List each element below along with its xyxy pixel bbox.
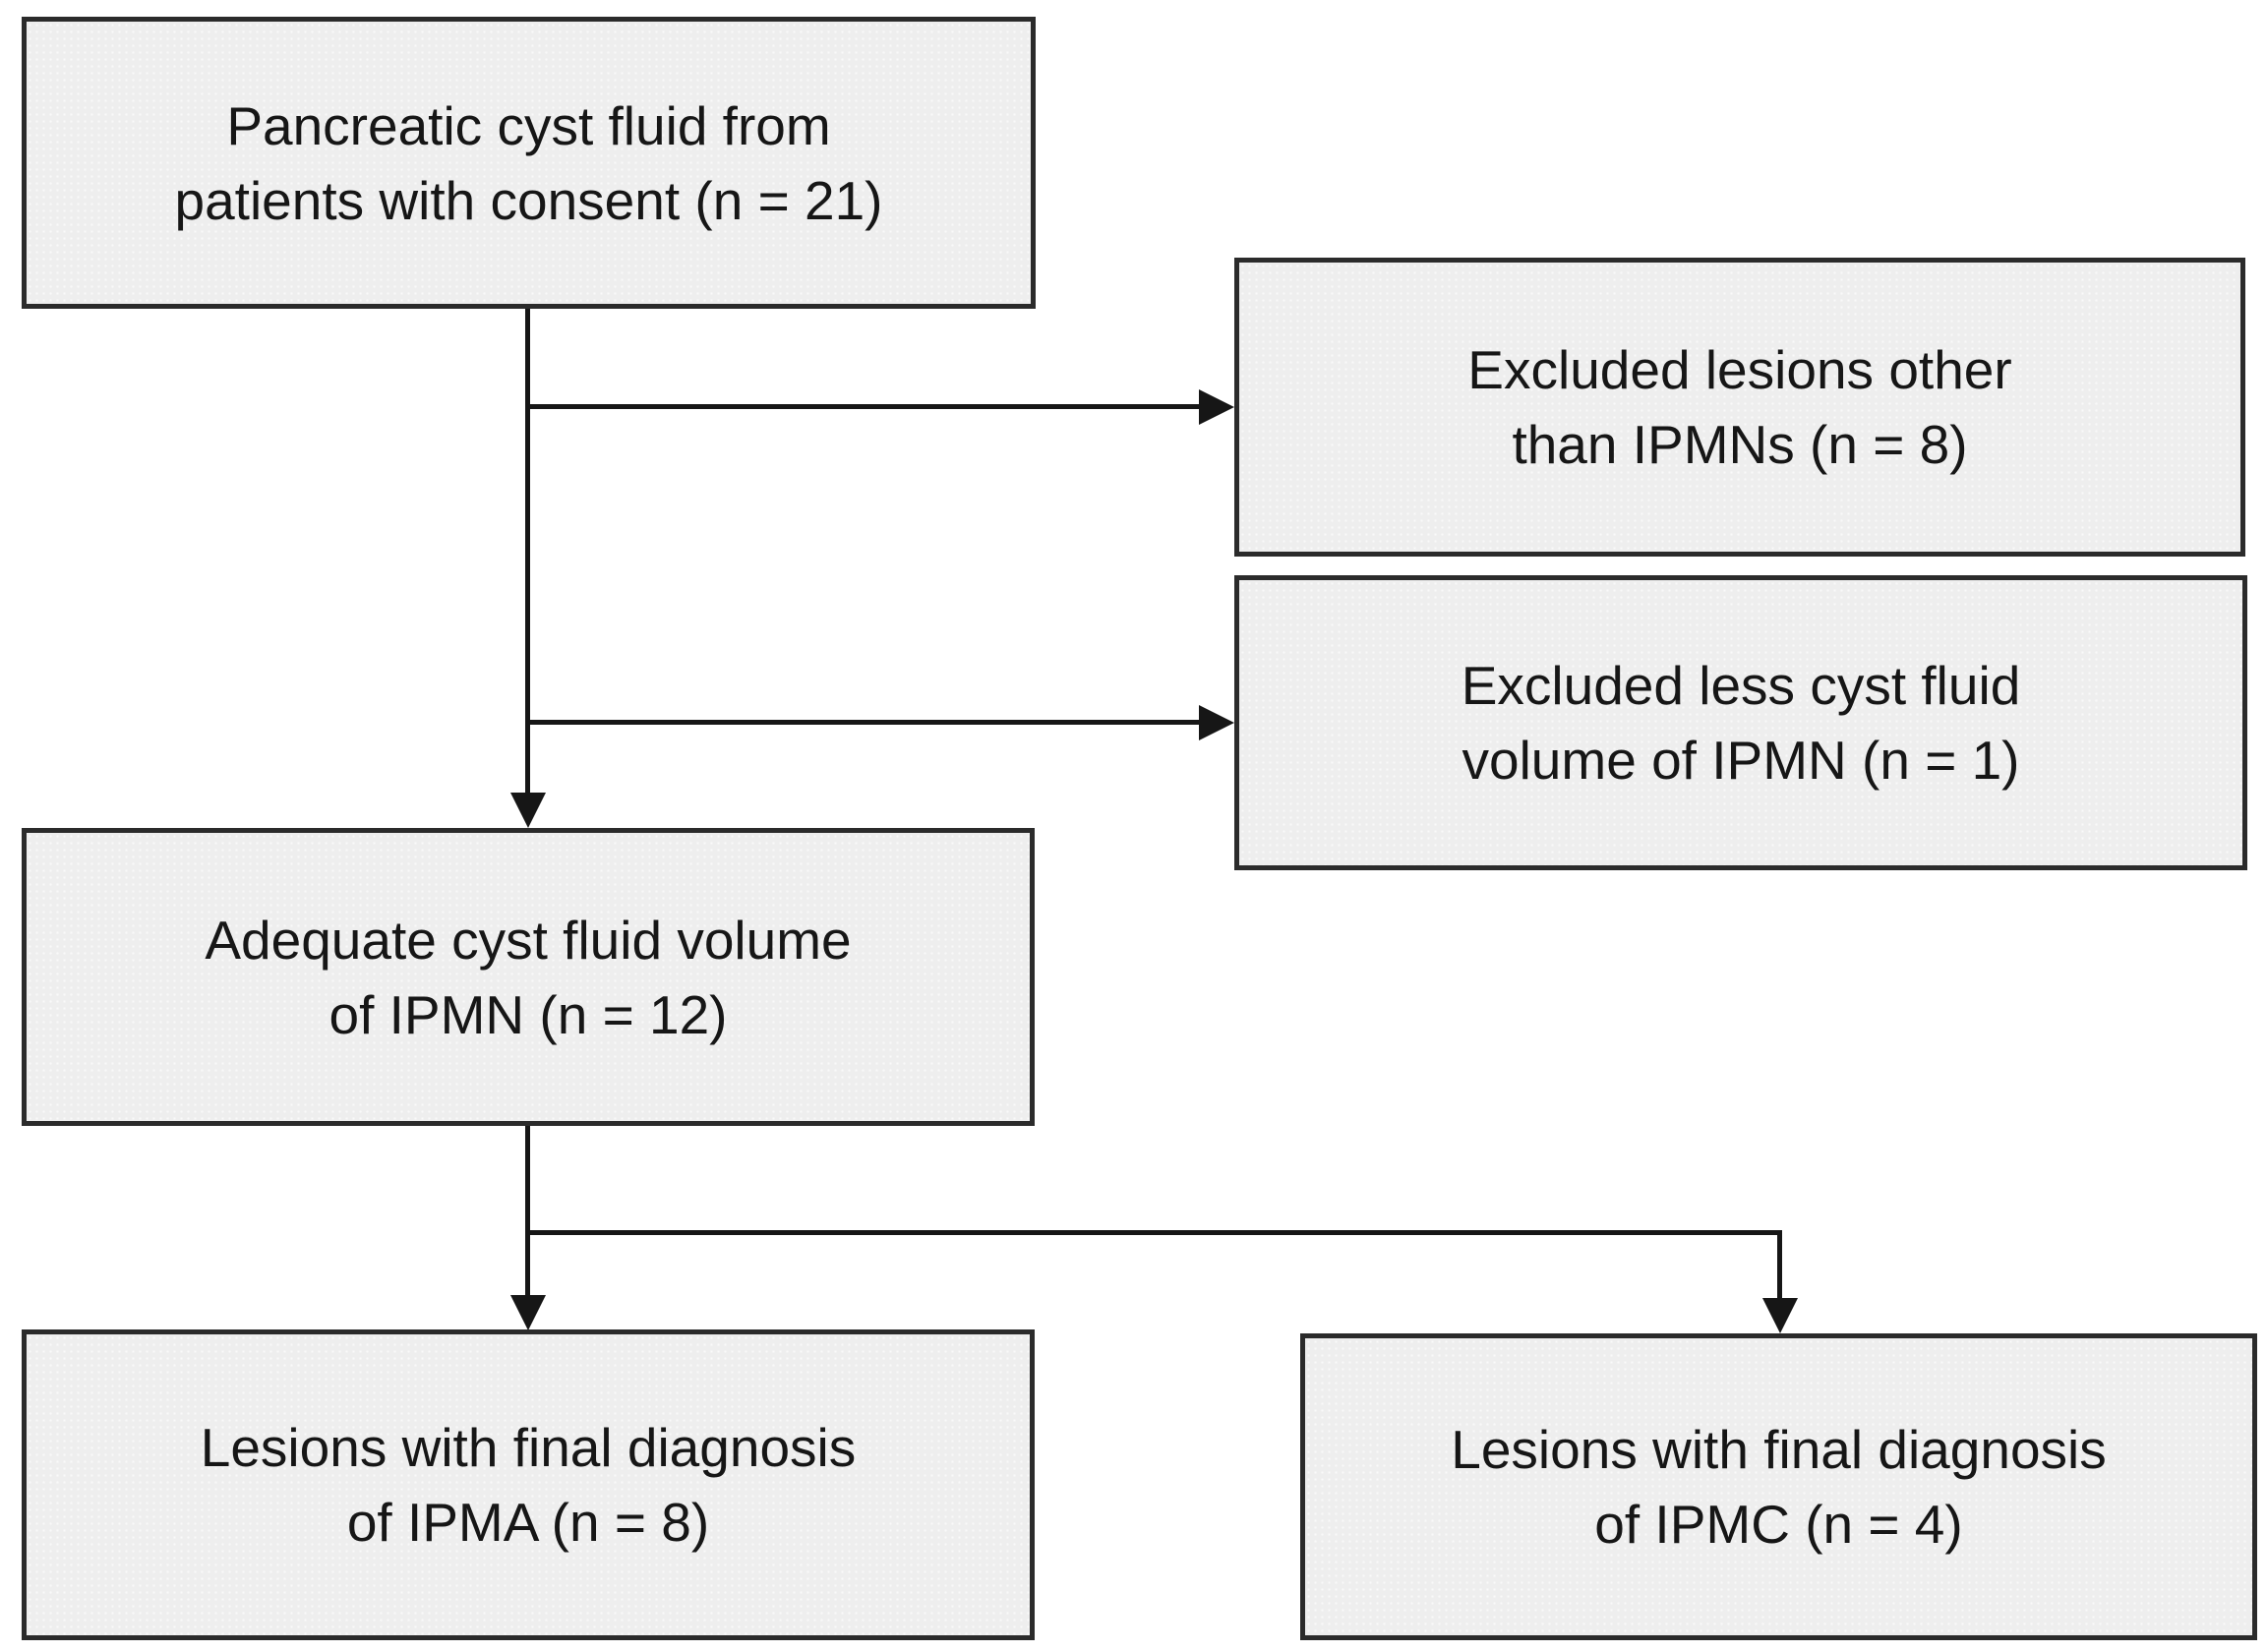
connector-adequate-to-ipma xyxy=(525,1126,530,1296)
connector-branch-to-ipmc xyxy=(525,1230,1782,1235)
connector-branch-excluded-non-ipmn xyxy=(525,404,1201,409)
node-excluded-non-ipmn-line1: Excluded lesions other xyxy=(1467,339,2012,400)
node-source-line1: Pancreatic cyst fluid from xyxy=(226,94,831,156)
node-adequate-volume: Adequate cyst fluid volume of IPMN (n = … xyxy=(22,828,1035,1126)
node-excluded-low-volume-line1: Excluded less cyst fluid xyxy=(1461,655,2021,716)
node-excluded-non-ipmn: Excluded lesions other than IPMNs (n = 8… xyxy=(1234,258,2245,557)
node-excluded-non-ipmn-line2: than IPMNs (n = 8) xyxy=(1512,414,1968,475)
node-final-diagnosis-ipma: Lesions with final diagnosis of IPMA (n … xyxy=(22,1329,1035,1640)
node-ipma-line1: Lesions with final diagnosis xyxy=(200,1417,857,1478)
node-excluded-low-volume-line2: volume of IPMN (n = 1) xyxy=(1462,730,2020,791)
arrowhead-into-ipma xyxy=(510,1295,546,1330)
node-ipmc-line2: of IPMC (n = 4) xyxy=(1594,1494,1963,1555)
node-excluded-low-volume: Excluded less cyst fluid volume of IPMN … xyxy=(1234,575,2247,870)
arrowhead-into-adequate xyxy=(510,793,546,828)
connector-down-to-ipmc xyxy=(1777,1230,1782,1299)
connector-branch-excluded-low-volume xyxy=(525,720,1201,725)
node-source-label: Pancreatic cyst fluid from patients with… xyxy=(175,88,883,238)
node-adequate-line2: of IPMN (n = 12) xyxy=(328,983,728,1045)
connector-source-to-adequate xyxy=(525,308,530,795)
node-final-diagnosis-ipmc: Lesions with final diagnosis of IPMC (n … xyxy=(1300,1333,2257,1640)
node-excluded-non-ipmn-label: Excluded lesions other than IPMNs (n = 8… xyxy=(1467,332,2011,482)
node-ipmc-line1: Lesions with final diagnosis xyxy=(1451,1419,2107,1480)
arrowhead-into-excluded-non-ipmn xyxy=(1199,389,1234,425)
node-source-line2: patients with consent (n = 21) xyxy=(174,169,883,231)
node-ipma-label: Lesions with final diagnosis of IPMA (n … xyxy=(201,1410,857,1560)
node-adequate-line1: Adequate cyst fluid volume xyxy=(205,909,852,971)
node-excluded-low-volume-label: Excluded less cyst fluid volume of IPMN … xyxy=(1462,648,2021,797)
node-ipmc-label: Lesions with final diagnosis of IPMC (n … xyxy=(1451,1412,2107,1562)
arrowhead-into-ipmc xyxy=(1762,1298,1798,1333)
arrowhead-into-excluded-low-volume xyxy=(1199,705,1234,740)
node-ipma-line2: of IPMA (n = 8) xyxy=(346,1492,710,1553)
node-adequate-label: Adequate cyst fluid volume of IPMN (n = … xyxy=(205,903,851,1052)
node-source-patients: Pancreatic cyst fluid from patients with… xyxy=(22,17,1036,309)
